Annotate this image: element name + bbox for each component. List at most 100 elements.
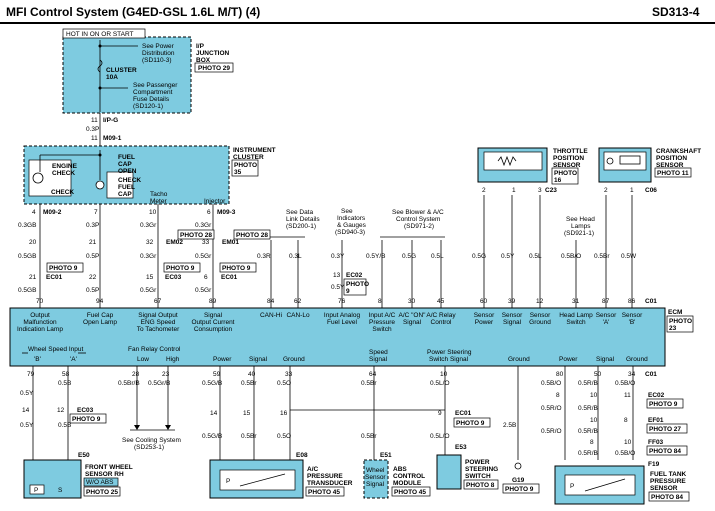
ac-1: A/C xyxy=(307,466,319,473)
lw-1: 0.5Y xyxy=(20,390,34,397)
ecm-pin-label: Switch xyxy=(566,319,586,326)
input-analog-wire: 0.3Y xyxy=(331,253,345,260)
sensor-wire-2: 0.5Y xyxy=(501,253,515,260)
g19: G19 xyxy=(512,477,525,484)
ecm-pin-label: Malfunction xyxy=(23,319,57,326)
engine-check-1: ENGINE xyxy=(52,163,78,170)
ecm-pin-label: Switch xyxy=(372,326,392,333)
row2-pin-20: 20 xyxy=(29,239,37,246)
cluster-fuse-amp: 10A xyxy=(106,74,118,81)
lw-11: 0.5R/B xyxy=(578,380,598,387)
ac-3: TRANSDUCER xyxy=(307,480,353,487)
right-ec02: EC02 xyxy=(648,392,665,399)
upper-wires xyxy=(39,195,633,308)
ecm-pin-label: Input Analog xyxy=(324,312,361,319)
mid-pin-15: 15 xyxy=(243,410,251,417)
headlamp-wire: 0.5B/O xyxy=(561,253,581,260)
rp-b1: 10 xyxy=(590,417,598,424)
note-indicators-4: (SD940-3) xyxy=(335,229,365,236)
ecm-pin-label: Sensor xyxy=(474,312,495,319)
pin-10: 10 xyxy=(149,209,157,216)
ec02-pin-13: 13 xyxy=(333,272,341,279)
ecm-pin-label: Sensor xyxy=(530,312,551,319)
ecm-top-pin: 76 xyxy=(338,298,346,305)
lw-9: 0.5L/O xyxy=(430,380,450,387)
ip-junction-title-2: JUNCTION xyxy=(196,50,230,57)
rp-a2: 10 xyxy=(590,392,598,399)
wire-mid-4: 0.5Gr xyxy=(195,253,212,260)
lw3-4: 0.5Br xyxy=(361,433,377,440)
rw-5: 0.5R/B xyxy=(578,450,598,457)
ecm-top-pin: 12 xyxy=(536,298,544,305)
cooling-note-2: (SD253-1) xyxy=(134,444,164,451)
pin-7: 7 xyxy=(94,209,98,216)
abs-1: ABS xyxy=(393,466,407,473)
e51: E51 xyxy=(380,452,392,459)
ip-pin-11: 11 xyxy=(91,117,98,124)
note-head-1: See Head xyxy=(566,216,595,223)
ecm-top-pin: 94 xyxy=(96,298,104,305)
ecm-pin-label: Output Current xyxy=(192,319,235,326)
ground2-label: Ground xyxy=(508,356,530,363)
can-lo-wire: 0.3L xyxy=(289,253,302,260)
rp-c1: 8 xyxy=(590,439,594,446)
photo84a: PHOTO 84 xyxy=(649,448,681,455)
see-pass-3: Fuse Details xyxy=(133,96,170,103)
lw3-5: 0.5L/O xyxy=(430,433,450,440)
fuel-cap-1: FUEL xyxy=(118,154,135,161)
ecm-pin-label: Fuel Level xyxy=(327,319,358,326)
ec03: EC03 xyxy=(165,274,182,281)
ecm-top-pin: 8 xyxy=(378,298,382,305)
front-wheel-p: P xyxy=(34,487,38,494)
rp-c2: 10 xyxy=(624,439,632,446)
row2-pin-32: 32 xyxy=(146,239,154,246)
fan-relay-label: Fan Relay Control xyxy=(128,346,181,353)
rp-b2: 8 xyxy=(624,417,628,424)
ps-2: STEERING xyxy=(465,466,498,473)
speed-signal-2: Signal xyxy=(369,356,388,363)
ac-p: P xyxy=(226,478,230,485)
see-pass-2: Compartment xyxy=(133,89,173,96)
lw-3: 0.5Br/B xyxy=(118,380,140,387)
ps-photo: PHOTO 8 xyxy=(466,482,495,489)
note-indicators-2: Indicators xyxy=(337,215,366,222)
e53: E53 xyxy=(455,444,467,451)
check-label: CHECK xyxy=(51,189,74,196)
abs-3: MODULE xyxy=(393,480,422,487)
photo9c: PHOTO 9 xyxy=(222,265,251,272)
bpin-64: 64 xyxy=(369,371,377,378)
ec03-pin-14: 14 xyxy=(22,407,30,414)
ckp-title-1: CRANKSHAFT xyxy=(656,148,701,155)
front-wheel-3: W/O ABS xyxy=(86,479,114,486)
ac-photo: PHOTO 45 xyxy=(308,489,340,496)
photo9a: PHOTO 9 xyxy=(49,265,78,272)
wire-low-3: 0.5Gr xyxy=(140,287,157,294)
bpin-33: 33 xyxy=(285,371,293,378)
blower-wire-3: 0.5L xyxy=(431,253,444,260)
sensor-wire-3: 0.5L xyxy=(529,253,542,260)
bpin-10: 10 xyxy=(440,371,448,378)
cluster-title-2: CLUSTER xyxy=(233,154,264,161)
ground-wire: 2.5B xyxy=(503,422,516,429)
fuel-cap-2: CAP xyxy=(118,161,132,168)
ac-2: PRESSURE xyxy=(307,473,343,480)
ef01: EF01 xyxy=(648,417,664,424)
ec01b: EC01 xyxy=(221,274,238,281)
bpin-40: 40 xyxy=(248,371,256,378)
ecm-pin-label: A/C "ON" xyxy=(398,312,426,319)
note-data-link-2: Link Details xyxy=(286,216,320,223)
ff03: FF03 xyxy=(648,439,664,446)
ecm-pin-label: Open Lamp xyxy=(83,319,117,326)
abs-photo: PHOTO 45 xyxy=(394,489,426,496)
ckp-title-3: SENSOR xyxy=(656,162,684,169)
ecm-pin-label: Fuel Cap xyxy=(87,312,114,319)
lw-2: 0.5B xyxy=(58,380,71,387)
tps-pin-2: 2 xyxy=(482,187,486,194)
injector-label: Injector xyxy=(204,198,226,205)
ecm-top-pin: 89 xyxy=(209,298,217,305)
mid-pin-9: 9 xyxy=(438,410,442,417)
em02: EM02 xyxy=(166,239,183,246)
bpin-28: 28 xyxy=(132,371,140,378)
